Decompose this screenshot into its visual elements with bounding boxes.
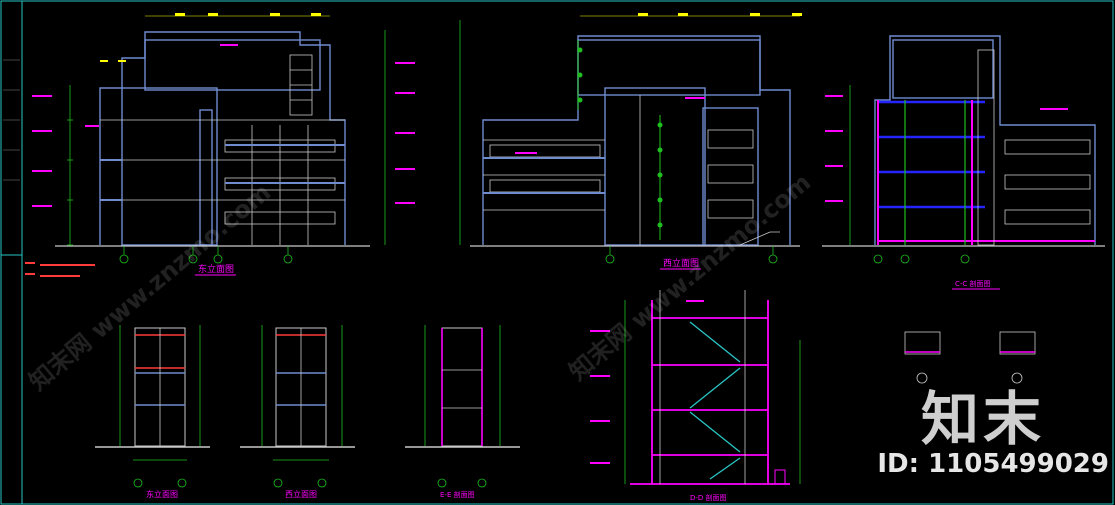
section-e-drawing	[405, 325, 520, 488]
detail-elevation-2	[240, 325, 355, 488]
stair-section-title: D-D 剖面图	[690, 493, 727, 502]
stair-section-drawing	[590, 290, 801, 485]
watermark-id: ID: 1105499029	[877, 449, 1109, 479]
east-elevation-drawing	[25, 13, 370, 277]
west-elevation-title: 西立面图	[663, 257, 699, 269]
detail-elevation-2-title: 西立面图	[285, 489, 317, 499]
detail-elevation-1-title: 东立面图	[146, 489, 178, 499]
brand-watermark: 知末	[920, 385, 1045, 453]
drawing-titles: 东立面图 西立面图 C-C 剖面图 东立面图 西立面图 E-E 剖面图 D-D …	[146, 257, 1000, 502]
legend-notes	[25, 262, 95, 277]
node-detail-2	[999, 331, 1036, 384]
grid-axis-bubbles-west	[605, 246, 778, 264]
section-c-drawing	[822, 35, 1105, 264]
east-elevation-title: 东立面图	[198, 263, 234, 275]
detail-elevation-1	[95, 325, 210, 488]
west-elevation-drawing	[384, 13, 802, 264]
section-e-title: E-E 剖面图	[440, 490, 475, 499]
node-detail-1	[904, 331, 941, 384]
grid-axis-bubbles-east	[119, 246, 293, 264]
title-block-strip	[3, 59, 20, 181]
section-c-title: C-C 剖面图	[955, 279, 991, 288]
grid-axis-bubbles-section	[873, 254, 970, 264]
